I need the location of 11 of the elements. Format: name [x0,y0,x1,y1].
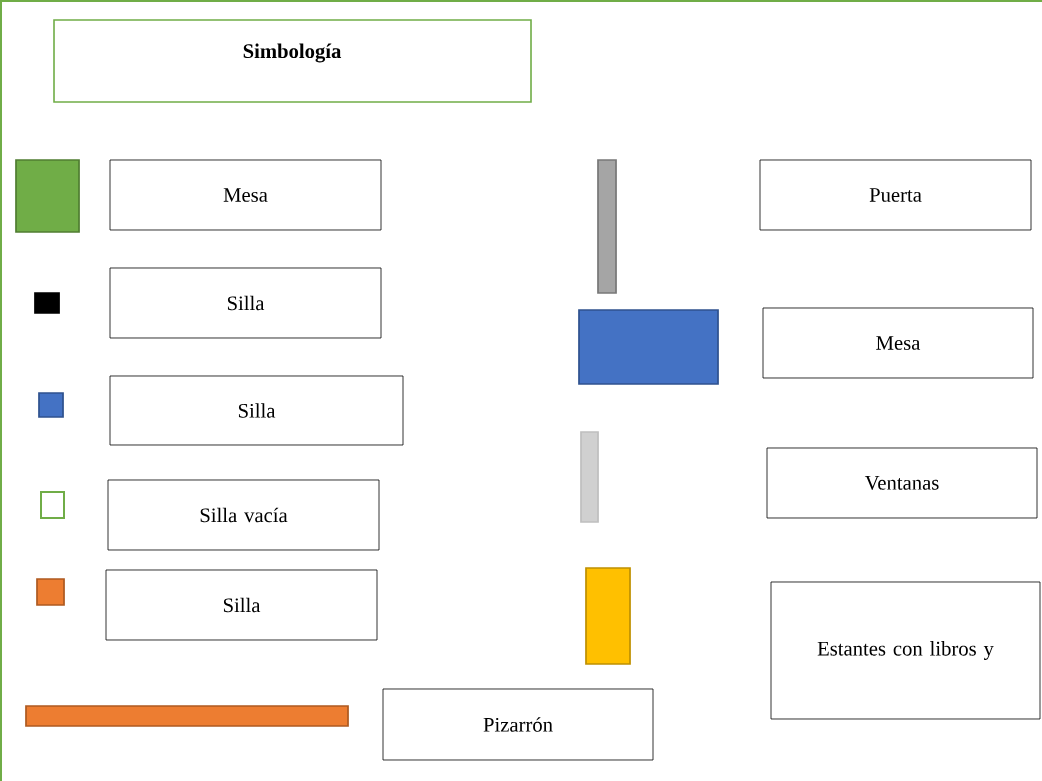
label-box: Silla [109,375,404,446]
label-box: Silla vacía [107,479,380,551]
label-box: Puerta [759,159,1032,231]
label-box: Silla [109,267,382,339]
title-box: Simbología [53,19,532,103]
label-box: Mesa [109,159,382,231]
label-box: Ventanas [766,447,1038,519]
label-box: Pizarrón [382,688,654,761]
label-box: Mesa [762,307,1034,379]
label-box: Silla [105,569,378,641]
label-box: Estantes con libros y [770,581,1041,720]
